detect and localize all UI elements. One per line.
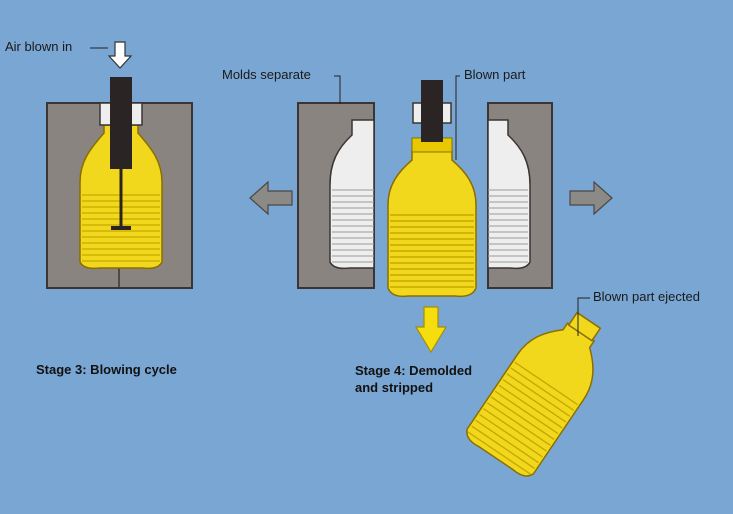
- molds-separate-label: Molds separate: [222, 67, 311, 82]
- rib-line: [498, 384, 563, 429]
- stage4-caption-line2: and stripped: [355, 380, 434, 395]
- ejected-bottle-neck: [567, 311, 602, 342]
- ejected-bottle-ribs: [467, 361, 579, 475]
- mold-left-arrow-icon: [249, 180, 293, 216]
- rib-line: [502, 378, 567, 423]
- rib-line: [486, 402, 551, 446]
- stage4-blown-part: [387, 80, 477, 298]
- blown-part-blow-pin: [421, 80, 443, 142]
- eject-down-arrow-icon: [414, 306, 448, 354]
- air-in-arrow-icon: [107, 41, 133, 69]
- mold-right-arrow-icon: [569, 180, 613, 216]
- stage4-caption-line1: Stage 4: Demolded: [355, 363, 473, 378]
- ejected-bottle: [466, 311, 602, 477]
- rib-line: [467, 431, 532, 475]
- rib-line: [514, 361, 579, 406]
- left-mold-cavity-ribs: [332, 189, 374, 263]
- rib-line: [471, 425, 536, 470]
- left-mold-cavity: [329, 119, 375, 270]
- molds-separate-leader: [334, 75, 341, 104]
- stage3-caption: Stage 3: Blowing cycle: [36, 362, 177, 377]
- rib-line: [475, 419, 539, 464]
- rib-line: [494, 390, 559, 435]
- blown-part-ribs: [390, 214, 474, 288]
- blown-part-body: [387, 149, 477, 298]
- blown-part-leader: [455, 75, 460, 160]
- rib-line: [482, 408, 547, 452]
- blown-part-label: Blown part: [464, 67, 526, 82]
- rib-line: [510, 367, 575, 412]
- blown-part-ejected-leader: [577, 297, 590, 336]
- rib-line: [479, 413, 543, 458]
- right-mold-cavity-ribs: [488, 189, 528, 263]
- stage4-caption: Stage 4: Demolded and stripped: [355, 362, 472, 396]
- right-mold-cavity: [487, 119, 531, 270]
- stage4-left-mold-half: [297, 102, 375, 289]
- air-blown-in-label: Air blown in: [5, 39, 73, 54]
- stage3-rod-tip: [111, 226, 131, 230]
- stage3-mold: [46, 77, 193, 289]
- blown-part-ejected-label: Blown part ejected: [593, 289, 700, 304]
- stage3-blow-pin: [110, 77, 132, 169]
- rib-line: [490, 396, 555, 441]
- rib-line: [506, 373, 571, 417]
- stage4-right-mold-half: [487, 102, 553, 289]
- ejected-bottle-body: [466, 322, 596, 477]
